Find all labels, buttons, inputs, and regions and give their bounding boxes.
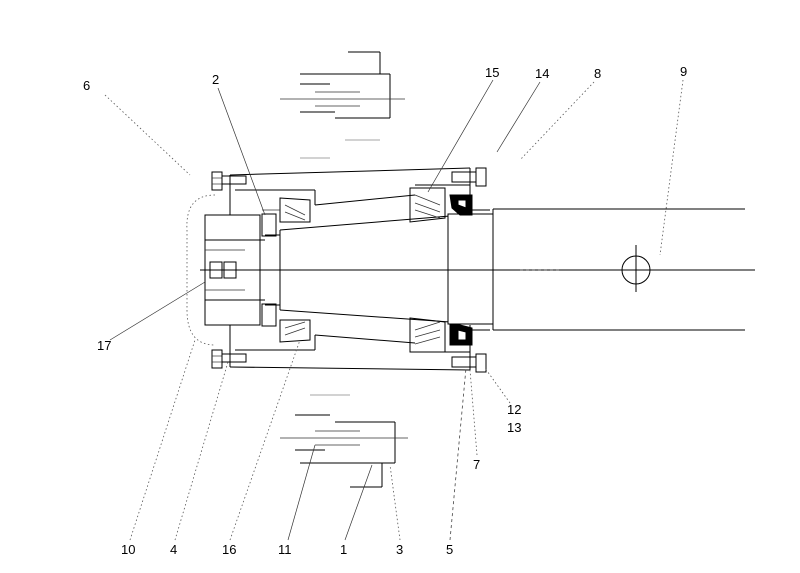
- leader-lines: [104, 79, 684, 541]
- end-cover: [186, 194, 265, 346]
- label-16: 16: [222, 542, 236, 557]
- label-2: 2: [212, 72, 219, 87]
- label-4: 4: [170, 542, 177, 557]
- label-14: 14: [535, 66, 549, 81]
- label-10: 10: [121, 542, 135, 557]
- label-5: 5: [446, 542, 453, 557]
- label-9: 9: [680, 64, 687, 79]
- housing: [229, 167, 490, 371]
- label-11: 11: [278, 542, 292, 557]
- bottom-auxiliary-part: [280, 394, 408, 488]
- top-auxiliary-part: [280, 51, 405, 159]
- roller-bearings: [261, 187, 446, 353]
- bolts: [211, 167, 487, 373]
- seals: [449, 194, 473, 346]
- label-3: 3: [396, 542, 403, 557]
- label-15: 15: [485, 65, 499, 80]
- label-17: 17: [97, 338, 111, 353]
- label-12: 12: [507, 402, 521, 417]
- part-labels: 6 2 15 14 8 9 17 12 13 7 10 4 16 11 1 3 …: [83, 64, 687, 557]
- label-6: 6: [83, 78, 90, 93]
- label-1: 1: [340, 542, 347, 557]
- label-7: 7: [473, 457, 480, 472]
- label-8: 8: [594, 66, 601, 81]
- bearing-symbol: [621, 245, 651, 292]
- label-13: 13: [507, 420, 521, 435]
